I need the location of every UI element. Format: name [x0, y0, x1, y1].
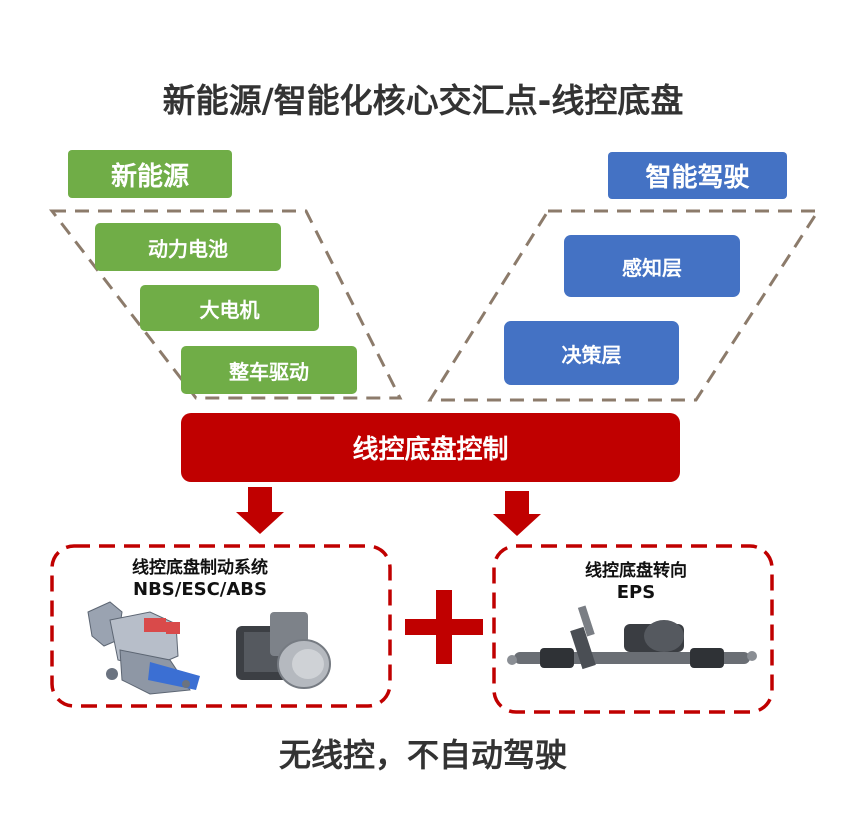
footer-caption: 无线控，不自动驾驶: [278, 736, 567, 774]
smart-driving-label: 智能驾驶: [608, 152, 787, 199]
new-energy-label: 新能源: [68, 150, 232, 198]
vehicle-drive-box: 整车驱动: [181, 346, 357, 394]
steering-system-label: 线控底盘转向 EPS: [548, 561, 724, 605]
steering-system-title: 线控底盘转向: [585, 561, 687, 581]
down-arrow-right-icon: [493, 491, 541, 536]
steering-rack-image: [507, 605, 757, 670]
by-wire-chassis-control-bar: 线控底盘控制: [181, 413, 680, 482]
motor-box: 大电机: [140, 285, 319, 331]
plus-sign-text: +: [405, 590, 483, 664]
new-energy-dashed-funnel: [48, 209, 403, 400]
power-battery-box: 动力电池: [95, 223, 281, 271]
brake-system-subtitle: NBS/ESC/ABS: [133, 579, 267, 601]
brake-system-title: 线控底盘制动系统: [132, 558, 268, 578]
brake-modulator-image: [236, 612, 331, 689]
steering-system-dashed-box: [492, 544, 774, 714]
decision-layer-box: 决策层: [504, 321, 679, 385]
brake-booster-image: [87, 601, 200, 695]
brake-system-dashed-box: [50, 544, 392, 708]
page-title: 新能源/智能化核心交汇点-线控底盘: [162, 81, 684, 120]
steering-system-subtitle: EPS: [616, 582, 656, 604]
plus-icon: [405, 590, 483, 664]
down-arrow-left-icon: [236, 487, 284, 534]
smart-driving-dashed-funnel: [427, 209, 821, 402]
brake-system-label: 线控底盘制动系统 NBS/ESC/ABS: [80, 558, 320, 602]
perception-layer-box: 感知层: [564, 235, 740, 297]
